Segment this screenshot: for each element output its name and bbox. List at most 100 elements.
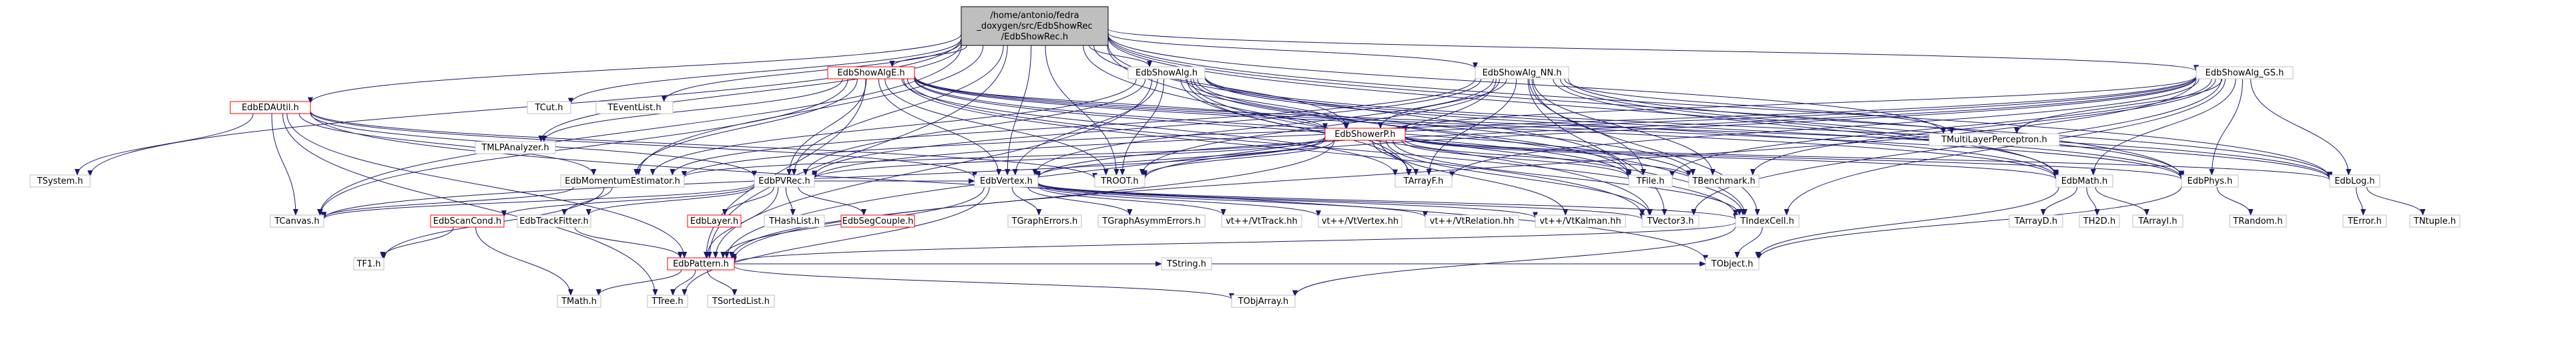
- node-root[interactable]: /home/antonio/fedra_doxygen/src/EdbShowR…: [961, 6, 1109, 46]
- edge-algNN-to-log: [1567, 78, 2332, 179]
- edge-log-to-tntuple: [2366, 186, 2426, 216]
- node-label: TH2D.h: [2083, 216, 2115, 226]
- edge-pvrec-to-segcouple: [798, 186, 866, 216]
- node-label: TArrayD.h: [2014, 216, 2057, 226]
- node-tsorted: TSortedList.h: [707, 295, 775, 308]
- edge-algE-to-vertex: [878, 78, 1002, 176]
- node-label: TFile.h: [1635, 176, 1664, 186]
- edge-showerP-to-momest: [682, 136, 1326, 178]
- node-box: [560, 174, 685, 188]
- node-tgraphasym: TGraphAsymmErrors.h: [1097, 214, 1206, 228]
- node-box: [961, 6, 1109, 46]
- edge-algh-to-tvector: [1186, 78, 1653, 216]
- node-box: [1161, 257, 1212, 271]
- node-label: EdbShowerP.h: [1334, 130, 1395, 140]
- node-box: [1094, 174, 1145, 188]
- edge-showerP-to-vertex: [1035, 139, 1326, 178]
- edge-algGS-to-showerP: [1402, 75, 2197, 132]
- edge-scancond-to-tmath: [475, 226, 573, 296]
- node-tevent: TEventList.h: [595, 101, 674, 114]
- node-segcouple[interactable]: EdbSegCouple.h: [840, 214, 915, 228]
- node-pattern[interactable]: EdbPattern.h: [667, 257, 735, 271]
- node-box: [595, 101, 674, 114]
- node-box: [2009, 214, 2063, 228]
- edge-algh-to-momest: [650, 78, 1137, 176]
- node-label: EdbShowAlg_GS.h: [2206, 68, 2284, 78]
- node-box: [974, 174, 1039, 188]
- node-momest: EdbMomentumEstimator.h: [560, 174, 685, 188]
- edge-pvrec-to-pattern: [704, 186, 779, 259]
- edge-algGS-to-troot: [1142, 77, 2197, 180]
- node-eda[interactable]: EdbEDAUtil.h: [230, 101, 311, 114]
- edges-layer: [74, 28, 2426, 300]
- edge-root-to-tsystem: [87, 37, 962, 177]
- node-label: EdbSegCouple.h: [842, 216, 914, 226]
- edge-root-to-algh: [1089, 45, 1153, 67]
- node-tmlp: TMLPAnalyzer.h: [475, 141, 556, 154]
- edge-momest-to-trackfit: [561, 186, 613, 216]
- node-box: [667, 257, 735, 271]
- node-box: [1324, 128, 1406, 141]
- node-tsystem: TSystem.h: [29, 174, 91, 188]
- node-box: [754, 174, 815, 188]
- edge-showerP-to-pattern: [729, 140, 1335, 259]
- node-box: [527, 101, 571, 114]
- edge-vertex-to-vtvertex: [1037, 184, 1321, 217]
- edge-pattern-to-ttree: [670, 269, 696, 296]
- node-box: [557, 295, 601, 308]
- node-box: [1628, 174, 1673, 188]
- edge-root-to-phys: [1107, 35, 2184, 178]
- edge-vertex-to-vttrack: [1037, 186, 1226, 216]
- node-box: [2342, 214, 2387, 228]
- edge-algE-to-tfile: [914, 78, 1631, 179]
- node-box: [647, 295, 688, 308]
- node-log: EdbLog.h: [2329, 174, 2380, 188]
- node-algE[interactable]: EdbShowAlgE.h: [827, 66, 915, 79]
- node-scancond[interactable]: EdbScanCond.h: [430, 214, 505, 228]
- edge-momest-to-tcanvas: [321, 186, 574, 219]
- node-tstring: TString.h: [1161, 257, 1212, 271]
- edge-phys-to-tobject: [1756, 186, 2182, 261]
- edge-algh-to-pattern: [712, 78, 1153, 259]
- node-tgrapherr: TGraphErrors.h: [1007, 214, 1082, 228]
- node-vttrack: vt++/VtTrack.hh: [1221, 214, 1302, 228]
- node-box: [1425, 214, 1519, 228]
- node-box: [1127, 66, 1206, 79]
- edge-showerP-to-phys: [1404, 136, 2184, 180]
- node-label: TVector3.h: [1646, 216, 1694, 226]
- node-trackfit: EdbTrackFitter.h: [517, 214, 591, 228]
- node-label: TObject.h: [1711, 259, 1754, 269]
- node-showerP[interactable]: EdbShowerP.h: [1324, 128, 1406, 141]
- node-label: THashList.h: [768, 216, 820, 226]
- edge-showerP-to-math: [1404, 136, 2059, 180]
- edge-showerP-to-tbench: [1404, 139, 1692, 178]
- edge-pattern-to-tsorted: [707, 269, 738, 296]
- edge-eda-to-vertex: [310, 111, 977, 179]
- node-phys: EdbPhys.h: [2181, 174, 2239, 188]
- node-label: TBenchmark.h: [1692, 176, 1755, 186]
- edge-algE-to-tcanvas: [317, 78, 848, 216]
- edge-algNN-to-vertex: [1032, 78, 1494, 176]
- edge-algGS-to-tindex: [1784, 78, 2226, 216]
- node-box: [1735, 214, 1800, 228]
- edge-algGS-to-pattern: [732, 78, 2197, 261]
- node-algNN: EdbShowAlg_NN.h: [1475, 66, 1569, 79]
- edge-showerP-to-log: [1404, 136, 2332, 181]
- edge-algNN-to-pattern: [724, 78, 1497, 259]
- edge-root-to-tarrayf: [1083, 45, 1411, 176]
- edge-pvrec-to-scancond: [501, 184, 755, 218]
- node-box: [230, 101, 311, 114]
- edge-root-to-momest: [635, 45, 984, 176]
- edge-vertex-to-tgraphasym: [1027, 186, 1133, 216]
- node-label: /EdbShowRec.h: [1001, 32, 1068, 42]
- edge-pattern-to-tobjarray: [734, 265, 1234, 300]
- node-label: TF1.h: [356, 259, 380, 269]
- edge-eda-to-momest: [298, 113, 597, 176]
- node-box: [840, 214, 915, 228]
- node-label: TEventList.h: [607, 103, 661, 113]
- node-thash: THashList.h: [764, 214, 825, 228]
- node-vtkal: vt++/VtKalman.hh: [1535, 214, 1626, 228]
- node-layer[interactable]: EdbLayer.h: [687, 214, 742, 228]
- node-tntuple: TNtuple.h: [2409, 214, 2461, 228]
- edge-root-to-pvrec: [791, 45, 1004, 176]
